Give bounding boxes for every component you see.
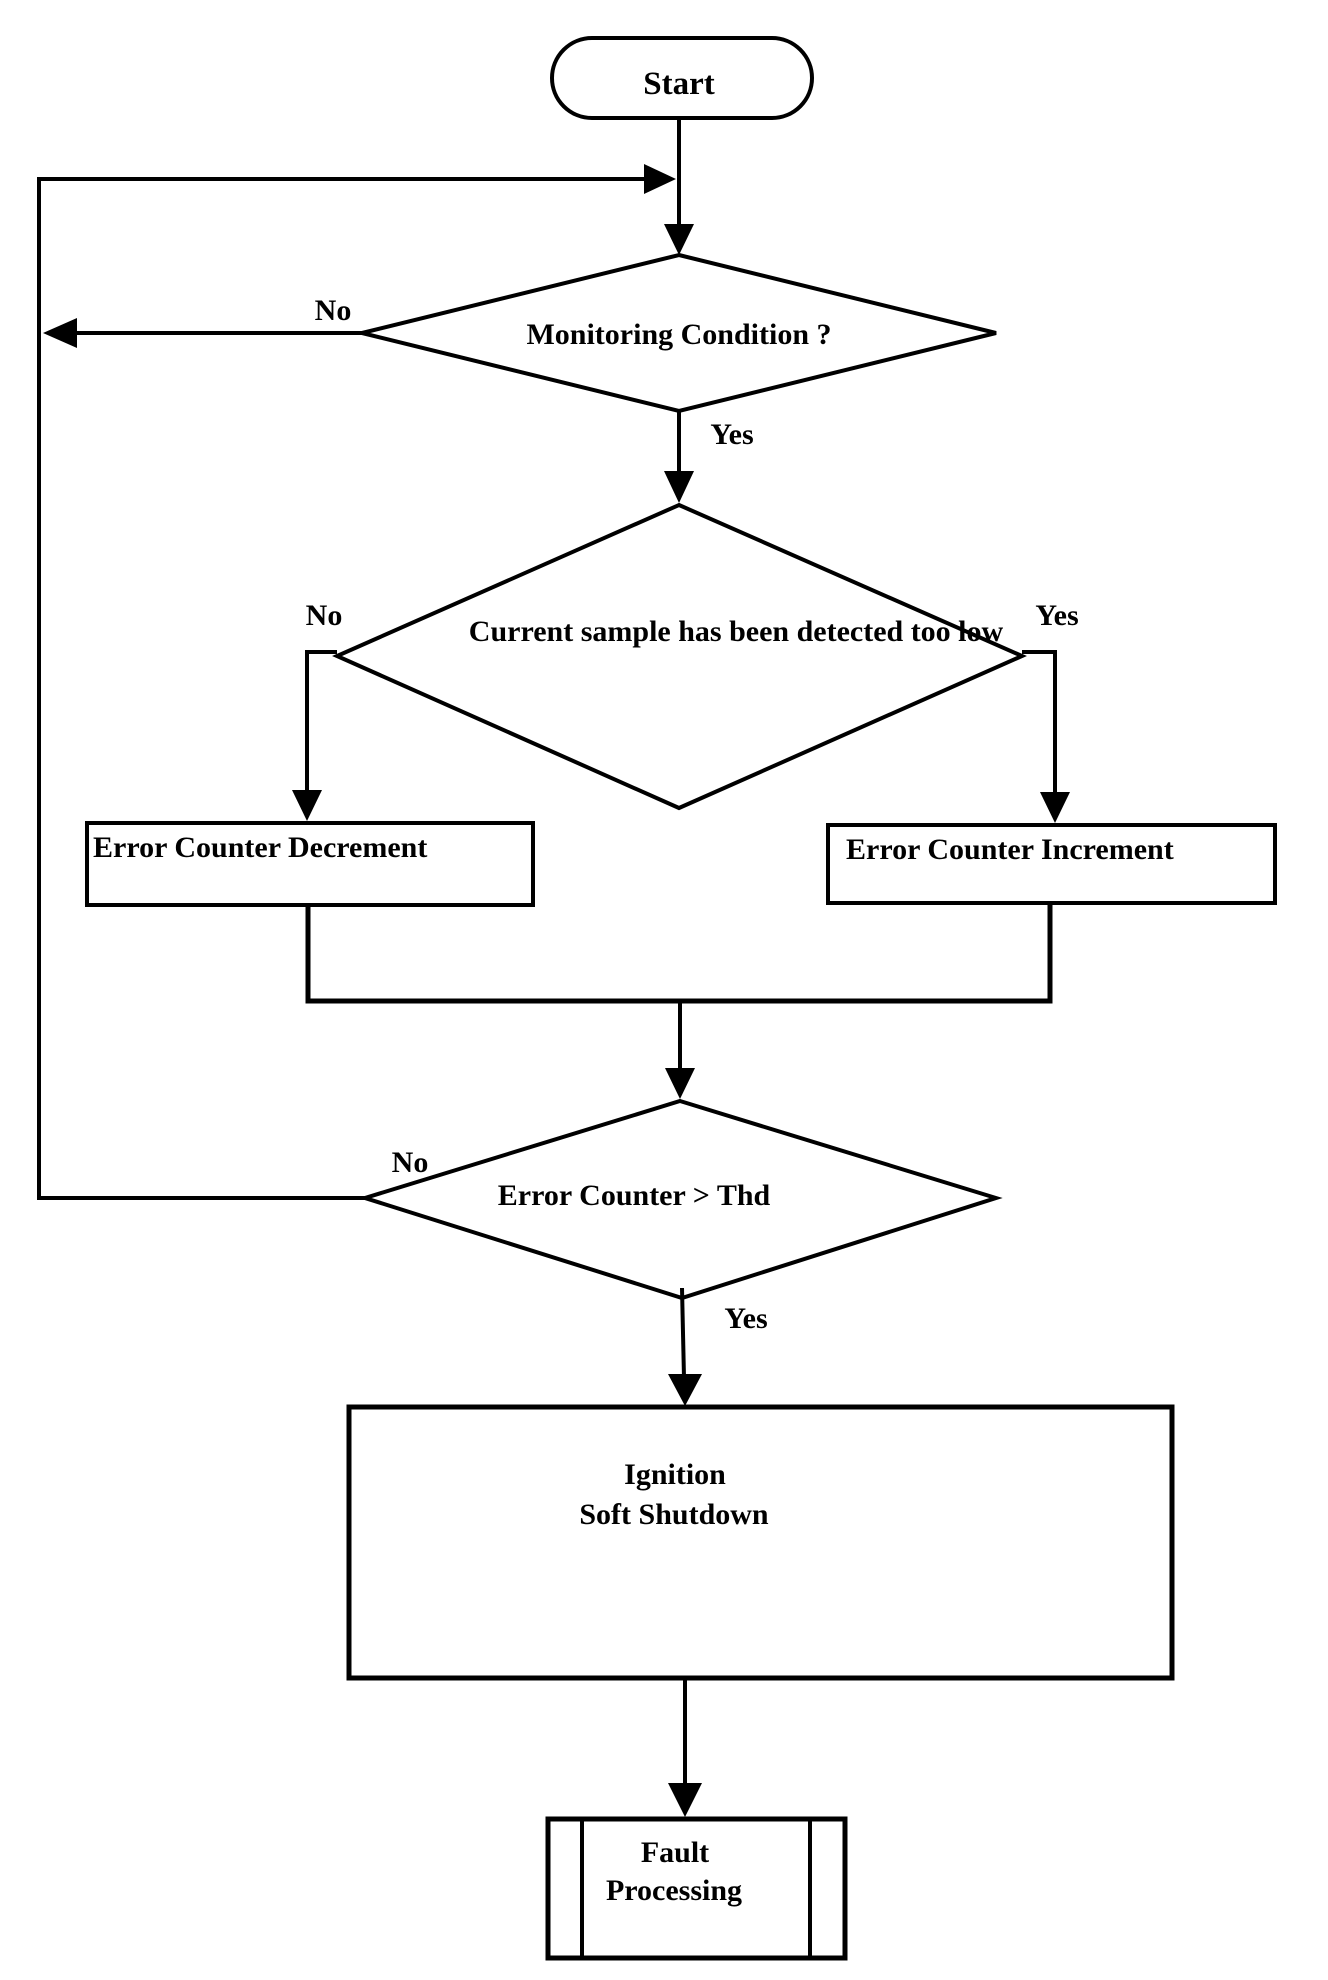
start-node: Start (550, 36, 814, 120)
threshold-decision: Error Counter > Thd No (358, 1098, 1003, 1301)
monitoring-condition-decision: Monitoring Condition ? (361, 252, 997, 414)
current-sample-decision: Current sample has been detected too low (332, 502, 1027, 811)
monitoring-label: Monitoring Condition ? (526, 318, 831, 351)
arrowhead-into-decrement (292, 790, 322, 821)
current-no-label: No (306, 599, 343, 632)
edge-merge-rail (305, 903, 1053, 1004)
edge-threshold-yes: Yes (668, 1287, 768, 1406)
error-counter-decrement-node: Error Counter Decrement (85, 821, 535, 907)
arrowhead-loop-into-mainline (644, 164, 676, 194)
edge-monitoring-no: No (43, 294, 362, 348)
ignition-soft-shutdown-node: Ignition Soft Shutdown (346, 1404, 1175, 1681)
start-label: Start (643, 66, 714, 102)
edge-current-yes: Yes (1022, 599, 1079, 823)
shutdown-box (346, 1404, 1175, 1681)
shutdown-label-line1: Ignition (624, 1458, 726, 1491)
edge-loop-back (37, 164, 676, 1200)
start-shape (550, 36, 814, 120)
edge-loop-back-line (37, 177, 645, 1200)
increment-label: Error Counter Increment (846, 833, 1174, 866)
current-sample-diamond (332, 502, 1027, 811)
current-yes-label: Yes (1035, 599, 1078, 632)
error-counter-increment-node: Error Counter Increment (826, 823, 1277, 905)
edge-merge-to-threshold (305, 903, 1053, 1099)
shutdown-label-line2: Soft Shutdown (579, 1498, 769, 1531)
arrowhead-into-monitoring (664, 224, 694, 255)
arrowhead-into-current-sample (664, 471, 694, 503)
monitoring-no-label: No (315, 294, 352, 327)
current-sample-label: Current sample has been detected too low (469, 615, 1004, 648)
fault-processing-node: Fault Processing (545, 1816, 848, 1961)
threshold-no-label: No (392, 1146, 429, 1179)
arrowhead-into-increment (1040, 792, 1070, 823)
edge-threshold-yes-line (680, 1287, 686, 1379)
edge-current-no-line (305, 650, 337, 792)
edge-current-yes-line (1022, 650, 1057, 794)
edge-start-to-monitoring (664, 118, 694, 255)
arrowhead-into-fault (668, 1783, 702, 1817)
fault-box (545, 1816, 848, 1961)
monitoring-yes-label: Yes (710, 418, 753, 451)
threshold-yes-label: Yes (724, 1302, 767, 1335)
threshold-label: Error Counter > Thd (498, 1179, 771, 1212)
edge-shutdown-to-fault (668, 1678, 702, 1817)
fault-label-line1: Fault (641, 1836, 709, 1869)
fault-label-line2: Processing (606, 1874, 742, 1907)
decrement-label: Error Counter Decrement (93, 831, 427, 864)
edge-monitoring-yes: Yes (664, 411, 754, 503)
arrowhead-into-threshold (665, 1068, 695, 1099)
edge-current-no: No (292, 599, 342, 821)
arrowhead-into-left-rail (43, 318, 77, 348)
arrowhead-into-shutdown (668, 1374, 702, 1406)
